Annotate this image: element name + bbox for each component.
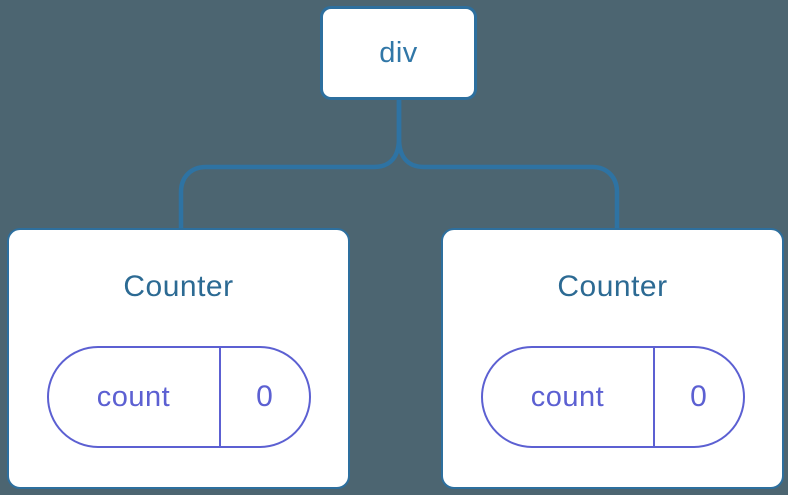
state-value: 0 bbox=[690, 380, 707, 413]
root-node: div bbox=[320, 6, 477, 100]
counter-title: Counter bbox=[123, 270, 234, 303]
state-pill: count 0 bbox=[46, 346, 311, 448]
counter-card-left: Counter count 0 bbox=[7, 228, 350, 489]
root-node-label: div bbox=[379, 36, 418, 69]
state-key-label: count bbox=[49, 348, 221, 446]
counter-title: Counter bbox=[557, 270, 668, 303]
state-pill: count 0 bbox=[480, 346, 745, 448]
connector-right-branch bbox=[396, 100, 620, 229]
connector-left-branch bbox=[178, 100, 402, 229]
state-value: 0 bbox=[256, 380, 273, 413]
counter-card-right: Counter count 0 bbox=[441, 228, 784, 489]
state-key-label: count bbox=[483, 348, 655, 446]
